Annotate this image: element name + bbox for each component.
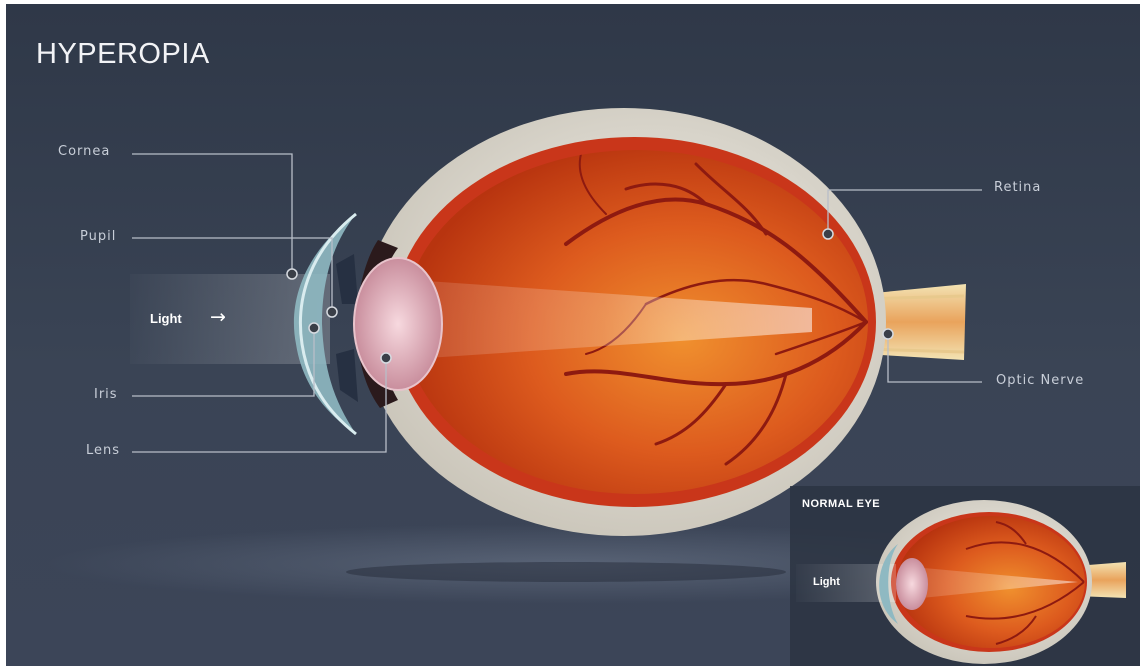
inset-title: NORMAL EYE [802, 498, 880, 510]
retina-label: Retina [994, 180, 1041, 195]
page-title: HYPEROPIA [36, 38, 210, 71]
cornea-label: Cornea [58, 144, 110, 159]
pupil-label: Pupil [80, 229, 116, 244]
lens-label: Lens [86, 443, 120, 458]
light-arrow-icon: → [210, 306, 226, 328]
eye-illustration [6, 4, 1140, 666]
inset-light-label: Light [813, 576, 840, 588]
hyperopia-diagram: HYPEROPIA Cornea Pupil Iris Lens Retina … [6, 4, 1140, 666]
iris-label: Iris [94, 387, 118, 402]
light-label: Light [150, 311, 182, 326]
optic-nerve-label: Optic Nerve [996, 373, 1084, 388]
